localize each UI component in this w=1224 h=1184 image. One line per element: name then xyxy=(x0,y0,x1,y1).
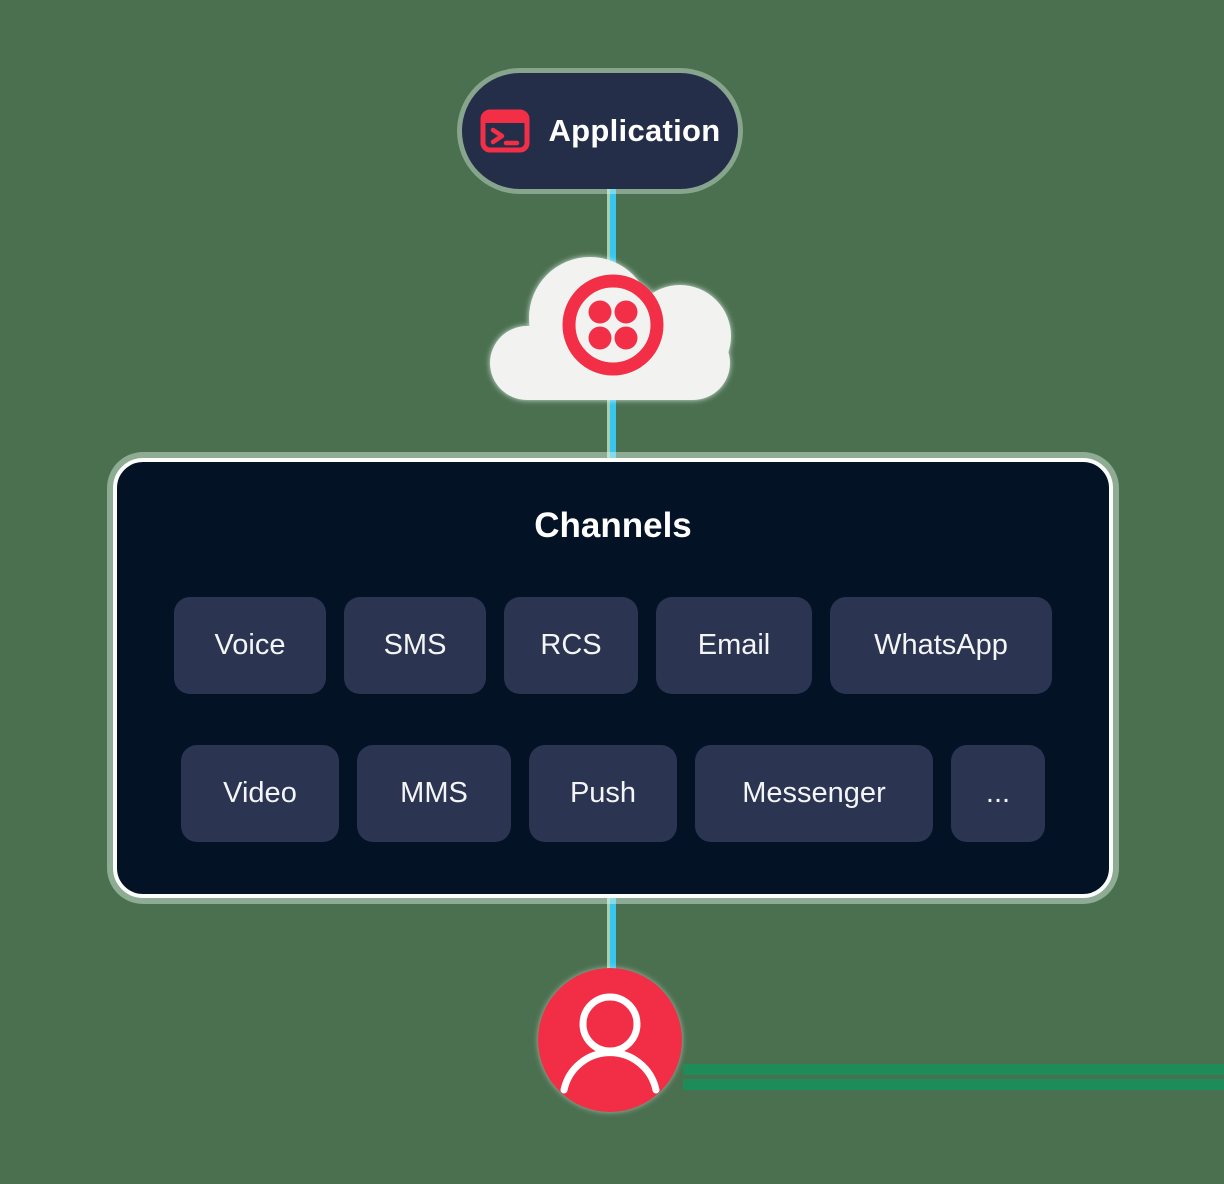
channels-row-1: Voice SMS RCS Email WhatsApp xyxy=(117,597,1109,694)
chip-push: Push xyxy=(529,745,677,842)
chip-whatsapp: WhatsApp xyxy=(830,597,1052,694)
twilio-logo-icon xyxy=(562,274,664,376)
chip-sms: SMS xyxy=(344,597,486,694)
chip-video: Video xyxy=(181,745,339,842)
chip-mms: MMS xyxy=(357,745,511,842)
terminal-icon xyxy=(480,109,530,153)
background-stripe-top xyxy=(683,1064,1224,1075)
chip-voice: Voice xyxy=(174,597,326,694)
channels-row-2: Video MMS Push Messenger ... xyxy=(117,745,1109,842)
chip-messenger: Messenger xyxy=(695,745,933,842)
twilio-cloud xyxy=(490,257,731,400)
chip-rcs: RCS xyxy=(504,597,638,694)
channels-panel: Channels Voice SMS RCS Email WhatsApp Vi… xyxy=(113,458,1113,898)
user-node xyxy=(538,968,682,1112)
application-node: Application xyxy=(462,73,738,189)
background-stripe-bottom xyxy=(683,1079,1224,1090)
chip-email: Email xyxy=(656,597,812,694)
chip-more: ... xyxy=(951,745,1045,842)
person-icon xyxy=(560,993,660,1094)
application-label: Application xyxy=(548,113,721,148)
channels-title: Channels xyxy=(534,506,692,545)
